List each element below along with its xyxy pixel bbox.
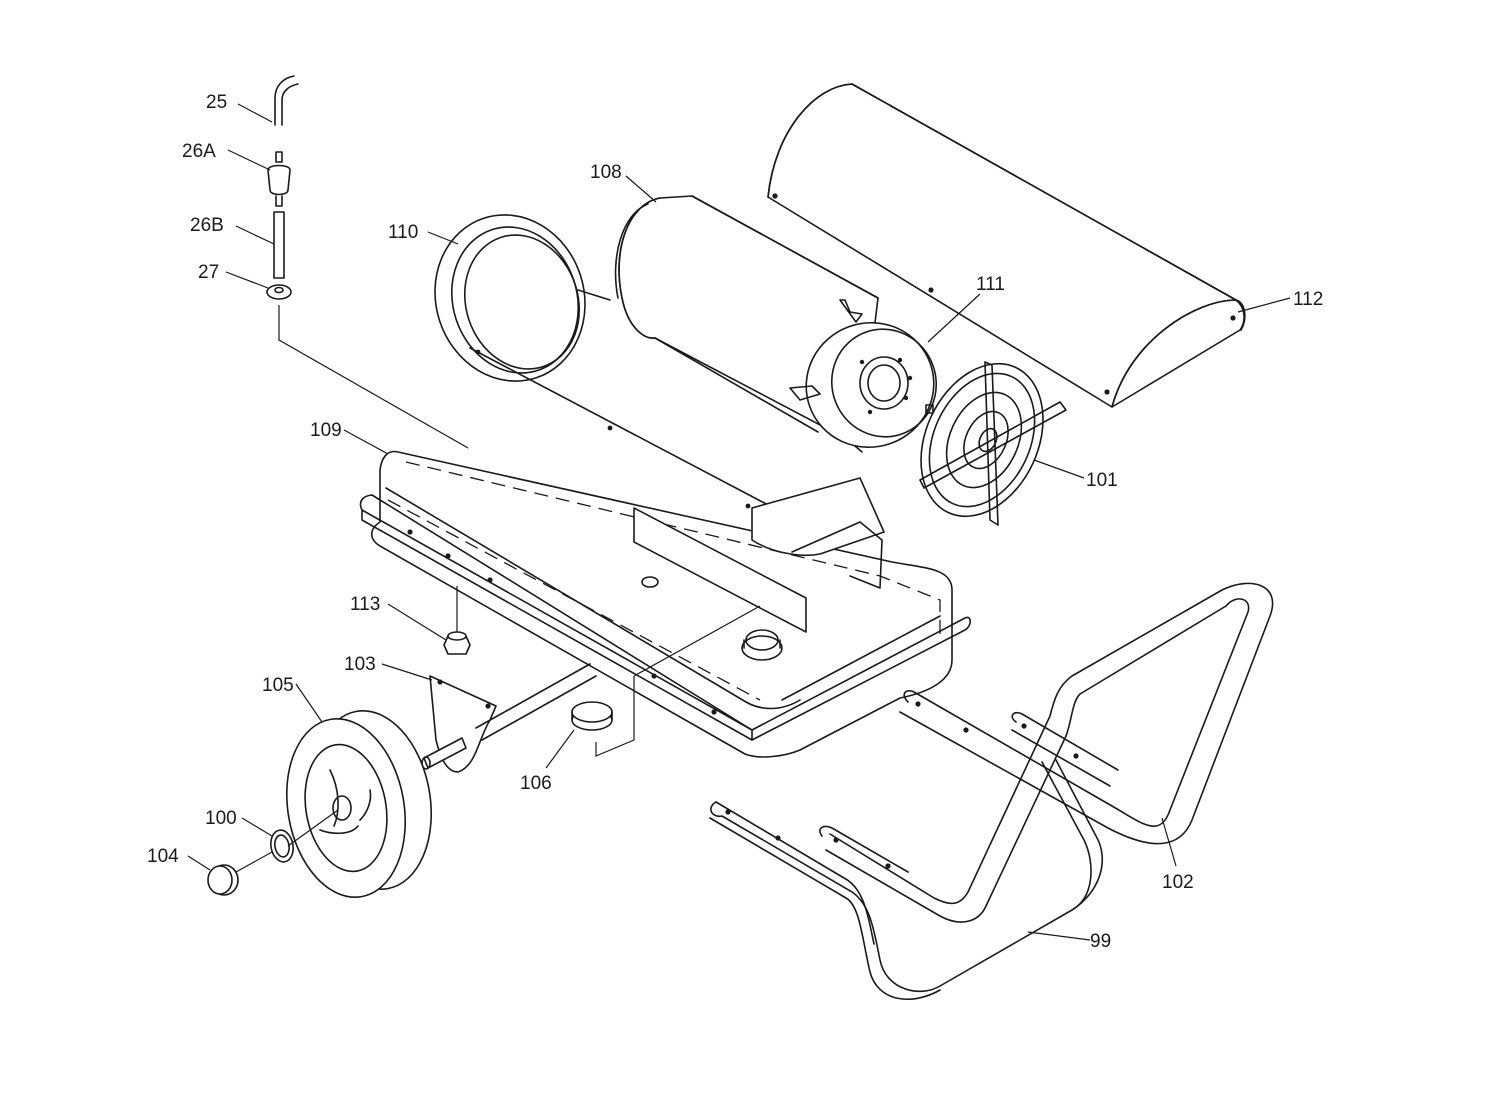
callout-109: 109 xyxy=(310,420,342,441)
callout-leaders xyxy=(187,103,1291,941)
callout-104: 104 xyxy=(147,846,179,867)
callout-103: 103 xyxy=(344,654,376,675)
part-112-top-cover xyxy=(767,83,1246,408)
part-104-hub-cap xyxy=(207,851,273,896)
part-109-fuel-tank xyxy=(359,450,972,758)
part-100-retaining-ring xyxy=(270,829,294,863)
callout-111: 111 xyxy=(976,274,1005,295)
fuel-line-assembly xyxy=(266,75,469,449)
callout-25: 25 xyxy=(206,92,227,113)
callout-27: 27 xyxy=(198,262,219,283)
callout-101: 101 xyxy=(1086,470,1118,491)
callout-110: 110 xyxy=(388,222,418,243)
callout-99: 99 xyxy=(1090,931,1111,952)
callout-labels: 25 26A 26B 27 110 108 111 112 101 109 11… xyxy=(147,92,1323,952)
part-101-fan-guard xyxy=(919,361,1067,526)
callout-102: 102 xyxy=(1162,872,1194,893)
part-106-fuel-cap xyxy=(571,605,761,757)
callout-106: 106 xyxy=(520,773,552,794)
part-113-drain-plug xyxy=(443,586,471,655)
callout-26a: 26A xyxy=(182,141,216,162)
part-103-axle-bracket xyxy=(421,663,597,773)
part-105-wheel xyxy=(285,709,433,899)
callout-113: 113 xyxy=(350,594,380,615)
callout-108: 108 xyxy=(590,162,622,183)
callout-26b: 26B xyxy=(190,215,224,236)
part-110-front-shroud xyxy=(434,214,771,509)
part-108-combustion-chamber xyxy=(614,195,938,453)
part-102-handle xyxy=(825,582,1274,923)
callout-112: 112 xyxy=(1293,289,1323,310)
callout-105: 105 xyxy=(262,675,294,696)
part-99-stand xyxy=(709,759,1104,1001)
callout-100: 100 xyxy=(205,808,237,829)
